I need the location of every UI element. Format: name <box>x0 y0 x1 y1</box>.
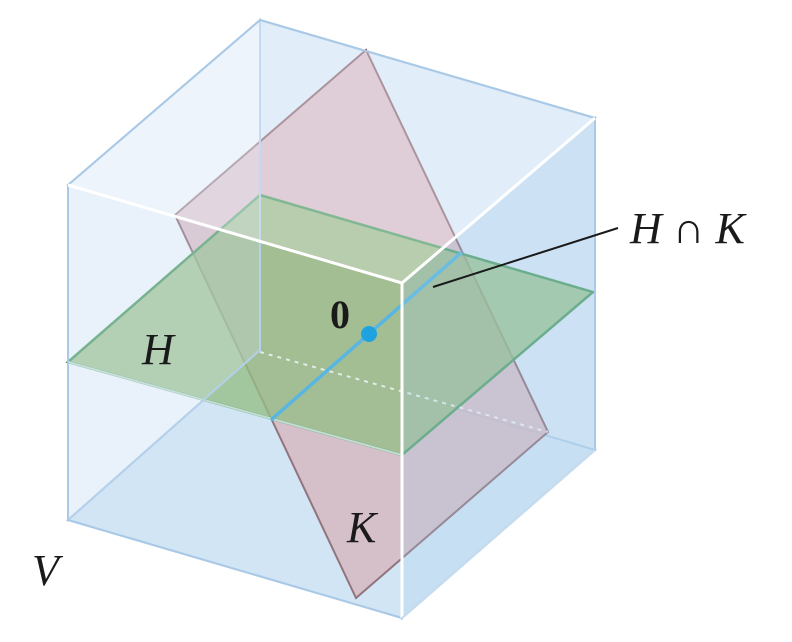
origin-point <box>361 326 377 342</box>
cube-edge-top-right <box>401 116 596 285</box>
plane-h-label: H <box>141 325 176 374</box>
plane-k-label: K <box>346 503 379 552</box>
cube-edge-bottom-right <box>401 449 596 619</box>
origin-label: 0 <box>330 292 350 337</box>
space-v-label: V <box>32 546 64 595</box>
cube-front-edges <box>67 116 596 619</box>
cube-edge-front-top <box>67 183 403 285</box>
intersection-label: H ∩ K <box>629 204 748 253</box>
plane-h <box>65 193 596 457</box>
intersection-leader-line <box>432 227 619 288</box>
plane-h-front-edge-highlight <box>67 361 403 456</box>
